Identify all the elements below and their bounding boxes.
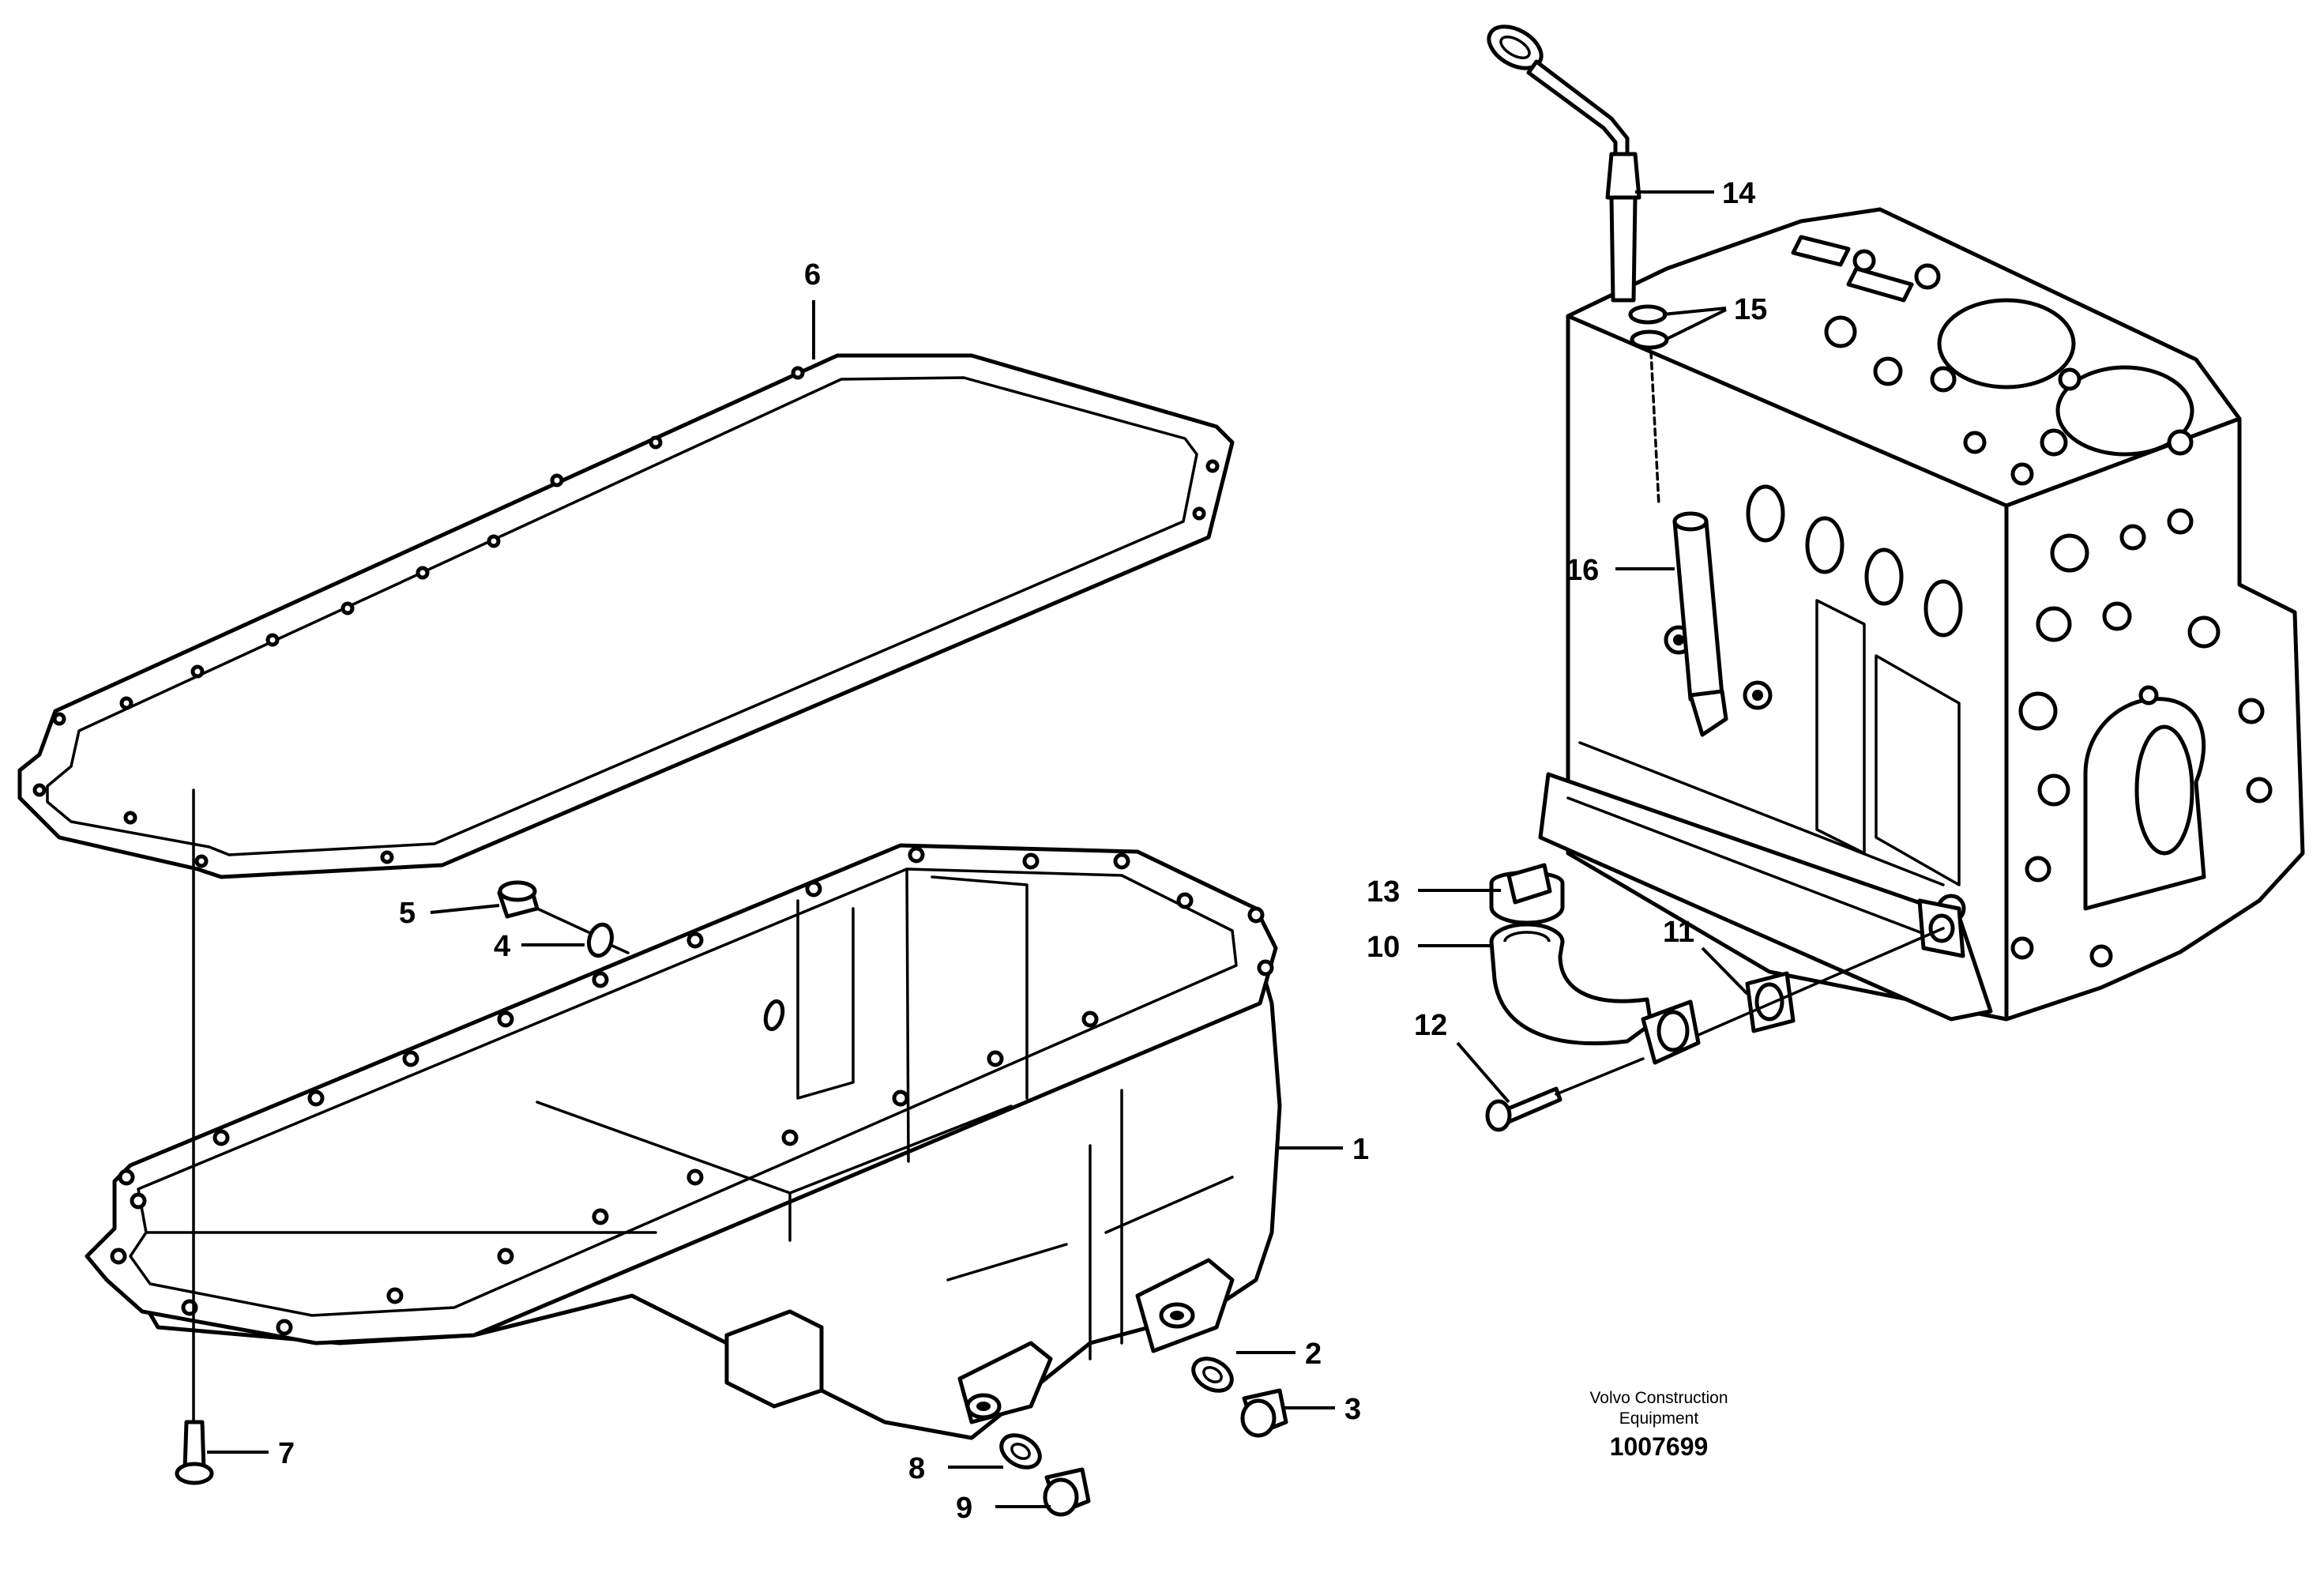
credit-line-1: Volvo Construction	[1589, 1389, 1728, 1407]
callout-8: 8	[908, 1452, 925, 1485]
callout-13: 13	[1367, 875, 1400, 909]
drawing-credit: Volvo Construction Equipment 1007699	[1589, 1389, 1728, 1461]
callout-5: 5	[399, 897, 416, 930]
callout-15: 15	[1734, 293, 1767, 326]
callout-14: 14	[1722, 177, 1755, 210]
washer-2	[1191, 1357, 1234, 1393]
callout-3: 3	[1344, 1393, 1361, 1426]
dipstick	[1487, 24, 1669, 507]
plug-5	[497, 880, 540, 919]
callout-16: 16	[1566, 554, 1599, 587]
document-number: 1007699	[1610, 1432, 1709, 1461]
callout-4: 4	[494, 930, 510, 963]
engine-block	[1538, 207, 2305, 1022]
oil-pan-gasket	[17, 353, 1235, 879]
callout-leaders	[207, 190, 1749, 1508]
callout-labels: 1 2 3 4 5 6 7 8 9 10 11 12 13 14 15 16	[278, 177, 1767, 1525]
callout-7: 7	[278, 1437, 295, 1470]
oil-filler-assembly	[1485, 863, 1945, 1132]
callout-11: 11	[1663, 916, 1694, 949]
o-ring-4	[536, 907, 630, 958]
callout-1: 1	[1352, 1133, 1369, 1166]
washer-8	[999, 1433, 1042, 1470]
credit-line-2: Equipment	[1619, 1409, 1699, 1428]
oil-pan	[85, 843, 1282, 1440]
callout-12: 12	[1414, 1009, 1447, 1042]
callout-10: 10	[1367, 931, 1400, 964]
callout-6: 6	[804, 258, 821, 292]
dipstick-tube	[1672, 511, 1728, 737]
bolt-7	[175, 788, 214, 1485]
callout-9: 9	[956, 1492, 972, 1525]
callout-2: 2	[1305, 1338, 1322, 1371]
plug-9	[1043, 1467, 1091, 1517]
plug-3	[1240, 1388, 1288, 1438]
